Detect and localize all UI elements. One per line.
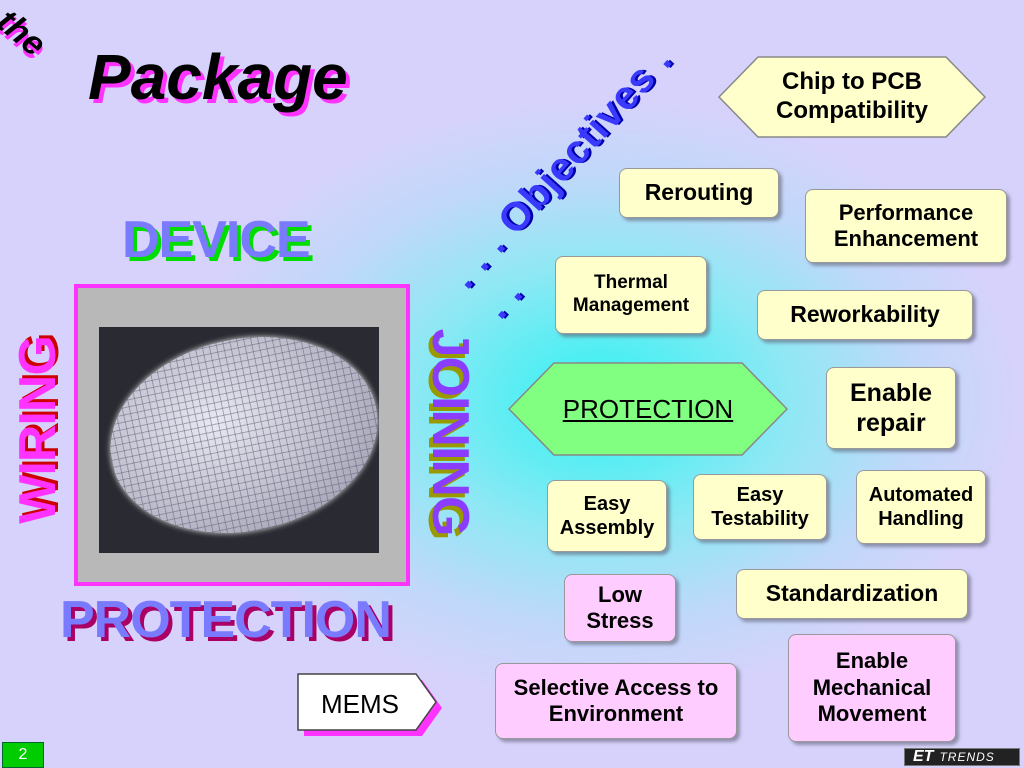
et-trends-logo: ET TRENDS [904,748,1020,766]
mems-arrow-shape [297,673,442,736]
box-thermal-management: Thermal Management [555,256,707,334]
title-the: the [0,2,54,64]
logo-trends-text: TRENDS [939,750,995,764]
box-enable-repair: Enable repair [826,367,956,449]
box-rerouting: Rerouting [619,168,779,218]
mems-label: MEMS [321,688,399,719]
chip-to-pcb-label: Chip to PCB Compatibility [775,68,928,124]
wiring-label: WIRING [9,336,67,524]
box-low-stress: Low Stress [564,574,676,642]
box-enable-mechanical-movement: Enable Mechanical Movement [788,634,956,742]
box-selective-access: Selective Access to Environment [495,663,737,739]
slide-number: 2 [2,742,44,768]
device-label: DEVICE [122,211,311,269]
logo-et-text: ET [913,748,934,765]
box-reworkability: Reworkability [757,290,973,340]
chip-to-pcb-shape [718,56,986,138]
wafer-photo [99,327,379,553]
joining-label: JOINING [421,328,479,536]
title-package: Package [88,41,348,113]
box-standardization: Standardization [736,569,968,619]
wafer-image [99,327,379,553]
box-easy-testability: Easy Testability [693,474,827,540]
protection-hexagon [508,362,788,456]
protection-label: PROTECTION [60,591,392,649]
box-easy-assembly: Easy Assembly [547,480,667,552]
box-automated-handling: Automated Handling [856,470,986,544]
protection-center-label: PROTECTION [562,393,734,424]
box-performance-enhancement: Performance Enhancement [805,189,1007,263]
